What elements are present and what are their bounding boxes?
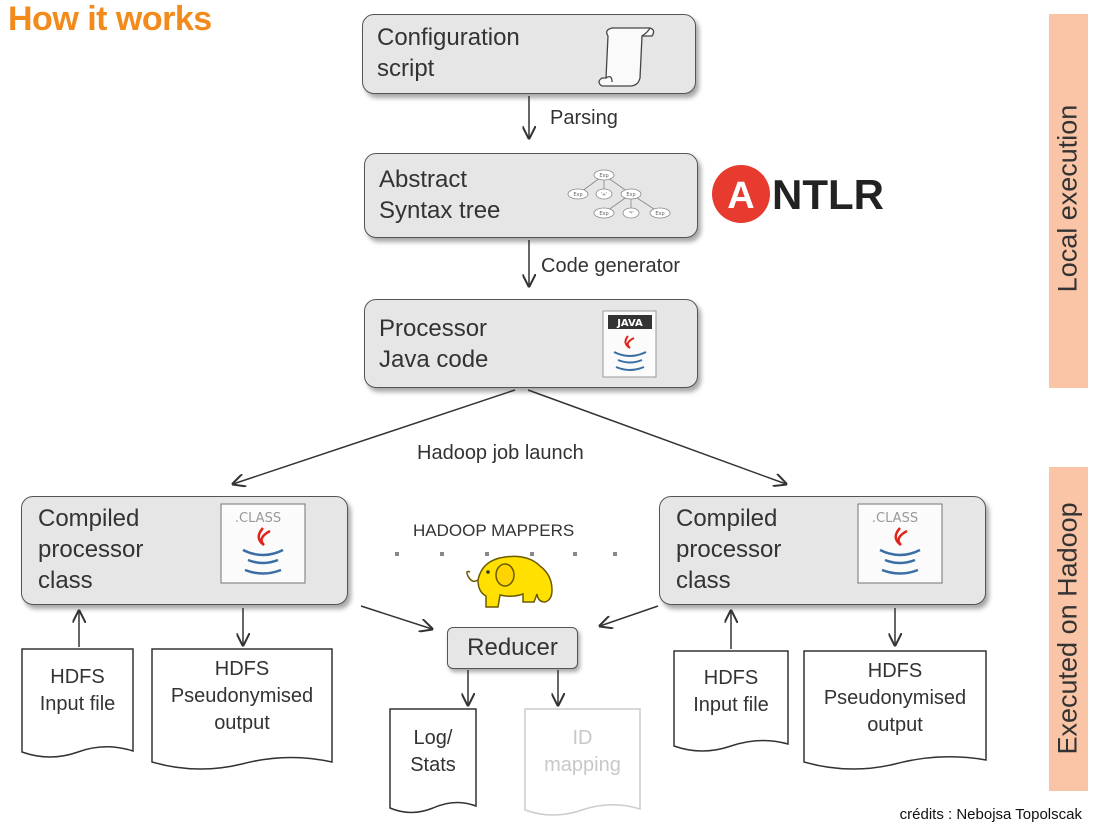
id-mapping-doc — [524, 708, 641, 816]
compiled-class-label-right: Compiled processor class — [676, 505, 782, 594]
configuration-script-label: Configuration script — [377, 24, 520, 82]
hdfs-output-left-label: HDFS Pseudonymised output — [170, 658, 314, 734]
hadoop-job-launch-label: Hadoop job launch — [417, 442, 584, 464]
class-badge-left: .CLASS — [235, 511, 281, 526]
ast-node-1: Exp — [599, 173, 608, 179]
parsing-label: Parsing — [550, 107, 618, 129]
class-file-icon-left: .CLASS — [220, 503, 306, 584]
hdfs-input-left-label: HDFS Input file — [39, 666, 116, 715]
java-file-icon: JAVA — [602, 310, 657, 378]
log-stats-doc — [389, 708, 477, 814]
hdfs-output-left-doc — [151, 648, 333, 770]
processor-java-code-label: Processor Java code — [379, 315, 489, 373]
hadoop-mappers-dots — [395, 552, 617, 556]
hdfs-output-right-doc — [803, 650, 987, 770]
log-stats-label: Log/ Stats — [410, 727, 456, 776]
ast-node-4: Exp — [626, 192, 635, 198]
hdfs-input-right-doc — [673, 650, 789, 752]
ast-node-5: Exp — [599, 211, 608, 217]
hdfs-input-right-label: HDFS Input file — [693, 667, 769, 716]
abstract-syntax-tree-box — [364, 153, 698, 238]
credits-text: crédits : Nebojsa Topolscak — [899, 806, 1082, 823]
id-mapping-label: ID mapping — [544, 727, 621, 776]
scroll-icon — [598, 27, 655, 87]
ast-node-3: '+' — [601, 192, 608, 198]
hadoop-elephant-icon — [466, 555, 553, 608]
document-shapes — [21, 648, 987, 814]
ast-node-6: '*' — [628, 211, 633, 217]
hadoop-mappers-label: HADOOP MAPPERS — [413, 521, 575, 540]
class-badge-right: .CLASS — [872, 511, 918, 526]
code-generator-label: Code generator — [541, 255, 680, 277]
antlr-logo-text: NTLR — [772, 171, 884, 218]
antlr-logo: A NTLR — [712, 165, 884, 223]
java-badge-text: JAVA — [616, 318, 643, 329]
class-file-icon-right: .CLASS — [857, 503, 943, 584]
page-title: How it works — [8, 0, 212, 38]
flow-arrows — [79, 96, 895, 705]
ast-node-2: Exp — [573, 192, 582, 198]
reducer-box: Reducer — [447, 627, 578, 669]
syntax-tree-icon — [567, 169, 671, 219]
abstract-syntax-tree-label: Abstract Syntax tree — [379, 166, 501, 224]
ast-node-7: Exp — [655, 211, 664, 217]
local-execution-band — [1049, 14, 1088, 388]
hadoop-execution-band — [1049, 467, 1088, 791]
syntax-tree-node-labels: Exp Exp '+' Exp Exp '*' Exp — [573, 173, 664, 217]
compiled-class-label-left: Compiled processor class — [38, 505, 144, 594]
hdfs-output-right-label: HDFS Pseudonymised output — [823, 660, 967, 736]
antlr-logo-initial: A — [727, 175, 754, 217]
hdfs-input-left-doc — [21, 648, 134, 758]
